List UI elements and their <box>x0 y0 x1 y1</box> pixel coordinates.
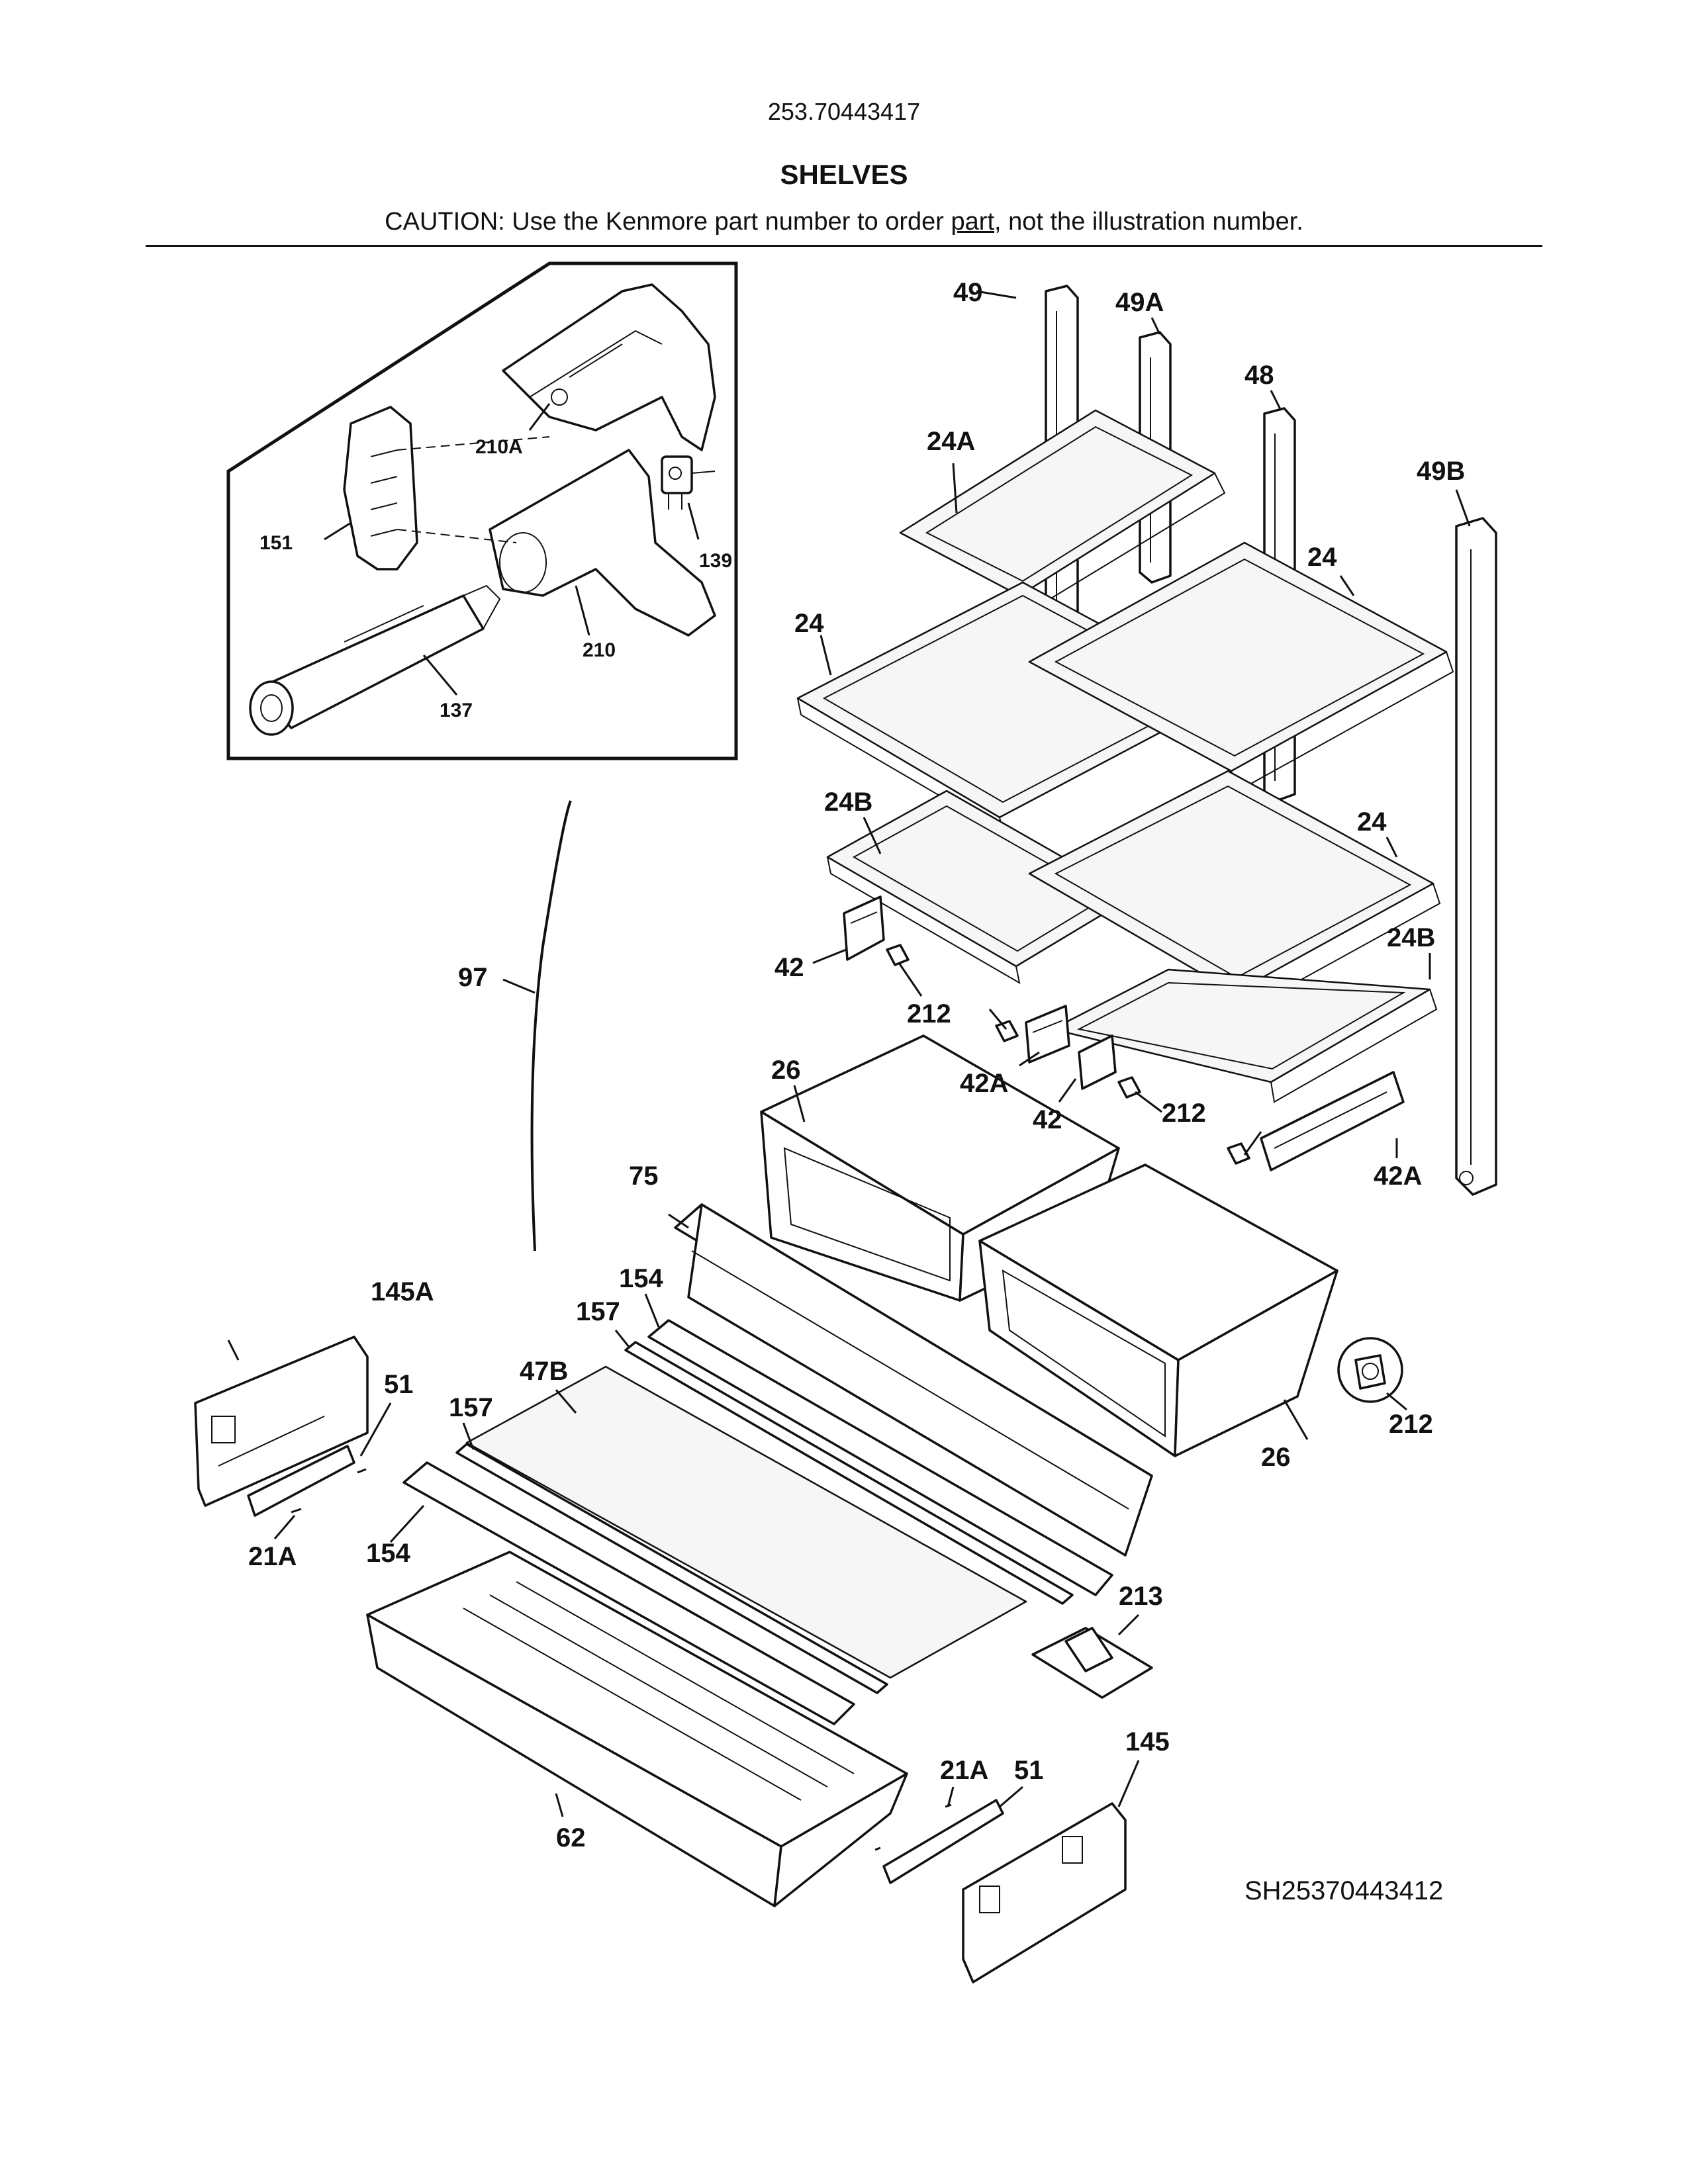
damper-213 <box>1031 1627 1153 1699</box>
label-21a-left: 21A <box>248 1542 297 1571</box>
water-filter-cartridge <box>249 584 501 736</box>
caution-underlined-word: part <box>951 208 994 236</box>
label-212-detail: 212 <box>1389 1410 1433 1439</box>
label-62: 62 <box>556 1823 586 1852</box>
label-145: 145 <box>1125 1727 1170 1756</box>
slide-51-left <box>247 1445 355 1517</box>
label-212-left: 212 <box>907 999 951 1028</box>
label-24-top-right: 24 <box>1307 543 1337 572</box>
slide-51-right <box>882 1799 1004 1884</box>
label-49b: 49B <box>1417 457 1465 486</box>
label-154-lower: 154 <box>366 1539 410 1568</box>
label-97: 97 <box>458 963 488 992</box>
model-number: 253.70443417 <box>767 98 921 125</box>
header-rule <box>146 245 1542 247</box>
label-26-left: 26 <box>771 1056 801 1085</box>
label-21a-right: 21A <box>940 1756 988 1785</box>
label-137: 137 <box>440 700 473 721</box>
label-42-mid: 42 <box>1033 1105 1062 1134</box>
label-145a: 145A <box>371 1277 434 1306</box>
glass-panel-47b <box>465 1365 1027 1679</box>
seal-157-upper <box>624 1341 1074 1605</box>
label-42a-right: 42A <box>1374 1161 1422 1191</box>
crisper-cover-75 <box>674 1203 1153 1557</box>
label-24-mid-right: 24 <box>1357 807 1387 837</box>
label-49a: 49A <box>1115 288 1164 317</box>
caution-note: CAUTION: Use the Kenmore part number to … <box>0 208 1688 236</box>
section-title: SHELVES <box>780 159 908 190</box>
label-42a-left: 42A <box>960 1069 1008 1098</box>
bracket-42-left <box>843 895 885 961</box>
caution-prefix: CAUTION: Use the Kenmore part number to … <box>385 208 951 236</box>
filter-head-part <box>489 449 716 637</box>
label-154-upper: 154 <box>619 1264 663 1293</box>
label-213: 213 <box>1119 1582 1163 1611</box>
seal-154-upper <box>647 1319 1113 1596</box>
label-210: 210 <box>583 639 616 661</box>
label-210a: 210A <box>475 436 523 458</box>
seal-154-lower <box>402 1461 855 1725</box>
water-tube-97 <box>530 800 572 1251</box>
label-157-upper: 157 <box>576 1297 620 1326</box>
filter-housing-part <box>502 283 716 451</box>
seal-157-lower <box>455 1443 888 1694</box>
crisper-drawer-right <box>978 1163 1338 1457</box>
bracket-42a-left <box>1025 1005 1070 1064</box>
bracket-42a-right <box>1260 1071 1405 1171</box>
label-51-left: 51 <box>384 1370 414 1399</box>
label-157-lower: 157 <box>449 1393 493 1422</box>
label-75: 75 <box>629 1161 659 1191</box>
shelf-24b-right <box>1051 968 1438 1103</box>
end-cover-145 <box>962 1802 1127 1983</box>
label-26-right: 26 <box>1261 1443 1291 1472</box>
label-24b-right: 24B <box>1387 923 1435 952</box>
screw-21a-left <box>291 1468 367 1514</box>
shelf-rail-49b <box>1455 517 1497 1196</box>
label-139: 139 <box>699 550 732 572</box>
water-filter-inset: 210A 151 139 210 137 <box>226 261 738 760</box>
label-24-top-left: 24 <box>794 609 824 638</box>
label-48: 48 <box>1244 361 1274 390</box>
shelf-24-mid-right <box>1028 770 1441 1014</box>
label-51-right: 51 <box>1014 1756 1044 1785</box>
clip-212-right-lower <box>1227 1142 1250 1165</box>
shelf-24-top-right <box>1028 541 1454 792</box>
drawing-code: SH25370443412 <box>1244 1876 1444 1905</box>
label-42-left: 42 <box>774 953 804 982</box>
clip-212-mid <box>995 1020 1019 1042</box>
clip-212-detail <box>1337 1337 1403 1403</box>
label-24b-left: 24B <box>824 788 872 817</box>
clip-212-left <box>886 944 910 966</box>
label-49: 49 <box>953 278 983 307</box>
caution-suffix: , not the illustration number. <box>994 208 1303 236</box>
end-cover-145a <box>194 1336 369 1507</box>
bracket-42-mid <box>1078 1034 1117 1090</box>
filter-cover-part <box>343 406 418 570</box>
label-212-right: 212 <box>1162 1099 1206 1128</box>
valve-part <box>661 455 716 510</box>
label-24a: 24A <box>927 427 975 456</box>
clip-212-right-upper <box>1117 1076 1141 1099</box>
vegetable-pan-62 <box>366 1551 908 1907</box>
label-151: 151 <box>259 532 293 554</box>
label-47b: 47B <box>520 1357 568 1386</box>
